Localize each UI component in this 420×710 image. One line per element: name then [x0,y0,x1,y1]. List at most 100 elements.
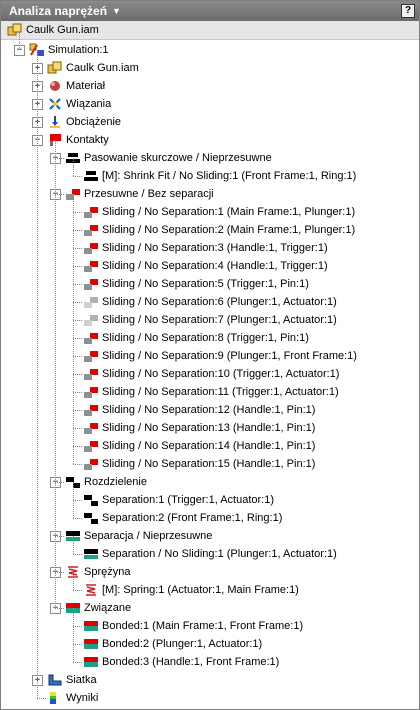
tree-connector-line [73,482,74,518]
tree-item-sliding[interactable]: Sliding / No Separation:10 (Trigger:1, A… [83,365,339,383]
tree-item-sliding-label: Sliding / No Separation:14 (Handle:1, Pi… [102,440,316,452]
tree-item-sliding[interactable]: Sliding / No Separation:14 (Handle:1, Pi… [83,437,315,455]
tree-item-sliding-label: Sliding / No Separation:12 (Handle:1, Pi… [102,404,316,416]
results-icon [47,691,63,705]
tree-item-sliding-label: Sliding / No Separation:11 (Trigger:1, A… [102,386,339,398]
root-assembly-label: Caulk Gun.iam [26,24,99,36]
contacts-icon [47,133,63,147]
tree-group-sliding[interactable]: Przesuwne / Bez separacji [65,185,214,203]
tree-group-separation-no-sliding[interactable]: Separacja / Nieprzesuwne [65,527,212,545]
tree-item-sliding-label: Sliding / No Separation:4 (Handle:1, Tri… [102,260,328,272]
browser-title[interactable]: Analiza naprężeń [9,4,108,18]
root-assembly-row[interactable]: Caulk Gun.iam [1,21,419,40]
tree-mesh-label: Siatka [66,674,97,686]
tree-item-bonded[interactable]: Bonded:1 (Main Frame:1, Front Frame:1) [83,617,303,635]
tree-assembly[interactable]: Caulk Gun.iam [47,59,139,77]
browser-tree: Simulation:1−Caulk Gun.iam+Materiał+Wiąz… [1,32,419,709]
tree-loads[interactable]: Obciążenie [47,113,121,131]
tree-mesh[interactable]: Siatka [47,671,97,689]
tree-item-sliding[interactable]: Sliding / No Separation:2 (Main Frame:1,… [83,221,355,239]
tree-group-spring-label: Sprężyna [84,566,131,578]
tree-connector-line [73,464,82,465]
tree-item-separation-no-sliding-label: Separation / No Sliding:1 (Plunger:1, Ac… [102,548,337,560]
tree-item-shrink-fit-label: [M]: Shrink Fit / No Sliding:1 (Front Fr… [102,170,357,182]
tree-item-sliding[interactable]: Sliding / No Separation:11 (Trigger:1, A… [83,383,339,401]
tree-connector-line [73,662,82,663]
shrink-fit-contact-icon [83,169,99,183]
tree-item-sliding-label: Sliding / No Separation:7 (Plunger:1, Ac… [102,314,337,326]
tree-connector-line [73,608,74,662]
material-icon [47,79,63,93]
tree-connector-line [73,626,82,627]
spring-contact-icon [83,583,99,597]
browser-title-bar[interactable]: Analiza naprężeń ▼ ? [1,1,419,21]
tree-assembly-label: Caulk Gun.iam [66,62,139,74]
tree-connector-line [73,410,82,411]
tree-simulation-label: Simulation:1 [48,44,109,56]
title-dropdown-arrow-icon[interactable]: ▼ [112,6,121,16]
tree-material[interactable]: Materiał [47,77,105,95]
tree-results[interactable]: Wyniki [47,689,98,707]
tree-connector-line [73,554,82,555]
tree-item-sliding[interactable]: Sliding / No Separation:15 (Handle:1, Pi… [83,455,315,473]
tree-simulation[interactable]: Simulation:1 [29,41,109,59]
tree-connector-line [55,194,64,195]
tree-item-sliding[interactable]: Sliding / No Separation:1 (Main Frame:1,… [83,203,355,221]
tree-contacts[interactable]: Kontakty [47,131,109,149]
tree-connector-line [73,536,74,554]
help-button[interactable]: ? [401,4,415,18]
tree-item-separation[interactable]: Separation:1 (Trigger:1, Actuator:1) [83,491,274,509]
tree-item-sliding[interactable]: Sliding / No Separation:9 (Plunger:1, Fr… [83,347,357,365]
tree-connector-line [55,158,64,159]
tree-group-spring[interactable]: Sprężyna [65,563,130,581]
tree-item-sliding[interactable]: Sliding / No Separation:12 (Handle:1, Pi… [83,401,315,419]
tree-connector-line [73,320,82,321]
tree-item-shrink-fit[interactable]: [M]: Shrink Fit / No Sliding:1 (Front Fr… [83,167,356,185]
tree-group-bonded[interactable]: Związane [65,599,131,617]
tree-connector-line [73,356,82,357]
tree-item-sliding-label: Sliding / No Separation:6 (Plunger:1, Ac… [102,296,337,308]
tree-item-sliding-label: Sliding / No Separation:5 (Trigger:1, Pi… [102,278,309,290]
tree-item-sliding[interactable]: Sliding / No Separation:5 (Trigger:1, Pi… [83,275,309,293]
tree-item-sliding[interactable]: Sliding / No Separation:7 (Plunger:1, Ac… [83,311,337,329]
tree-item-sliding[interactable]: Sliding / No Separation:3 (Handle:1, Tri… [83,239,328,257]
tree-constraints-label: Wiązania [66,98,112,110]
tree-connector-line [55,482,64,483]
tree-item-sliding-label: Sliding / No Separation:10 (Trigger:1, A… [102,368,340,380]
tree-connector-line [55,536,64,537]
tree-connector-line [55,140,56,608]
sliding-contact-icon [83,277,99,291]
tree-group-shrink-fit[interactable]: Pasowanie skurczowe / Nieprzesuwne [65,149,272,167]
tree-item-sliding[interactable]: Sliding / No Separation:4 (Handle:1, Tri… [83,257,328,275]
sliding-contact-icon [83,385,99,399]
sliding-contact-icon [83,295,99,309]
tree-item-bonded-label: Bonded:2 (Plunger:1, Actuator:1) [102,638,263,650]
assembly-icon [47,61,63,75]
tree-item-spring[interactable]: [M]: Spring:1 (Actuator:1, Main Frame:1) [83,581,299,599]
tree-item-separation-no-sliding[interactable]: Separation / No Sliding:1 (Plunger:1, Ac… [83,545,337,563]
tree-group-separation[interactable]: Rozdzielenie [65,473,147,491]
tree-connector-line [73,374,82,375]
tree-connector-line [73,428,82,429]
tree-item-bonded[interactable]: Bonded:3 (Handle:1, Front Frame:1) [83,653,279,671]
separation-group-icon [65,475,81,489]
tree-connector-line [73,284,82,285]
tree-connector-line [37,50,38,698]
tree-item-bonded[interactable]: Bonded:2 (Plunger:1, Actuator:1) [83,635,262,653]
tree-item-separation[interactable]: Separation:2 (Front Frame:1, Ring:1) [83,509,282,527]
tree-group-separation-no-sliding-label: Separacja / Nieprzesuwne [84,530,213,542]
load-icon [47,115,63,129]
tree-group-sliding-label: Przesuwne / Bez separacji [84,188,214,200]
tree-connector-line [73,392,82,393]
tree-connector-line [55,608,64,609]
tree-item-separation-label: Separation:1 (Trigger:1, Actuator:1) [102,494,275,506]
bonded-contact-icon [83,637,99,651]
tree-item-sliding[interactable]: Sliding / No Separation:6 (Plunger:1, Ac… [83,293,337,311]
tree-item-sliding-label: Sliding / No Separation:15 (Handle:1, Pi… [102,458,316,470]
tree-item-sliding[interactable]: Sliding / No Separation:8 (Trigger:1, Pi… [83,329,309,347]
tree-constraints[interactable]: Wiązania [47,95,111,113]
sliding-contact-icon [83,403,99,417]
tree-item-sliding[interactable]: Sliding / No Separation:13 (Handle:1, Pi… [83,419,315,437]
sliding-contact-icon [83,313,99,327]
